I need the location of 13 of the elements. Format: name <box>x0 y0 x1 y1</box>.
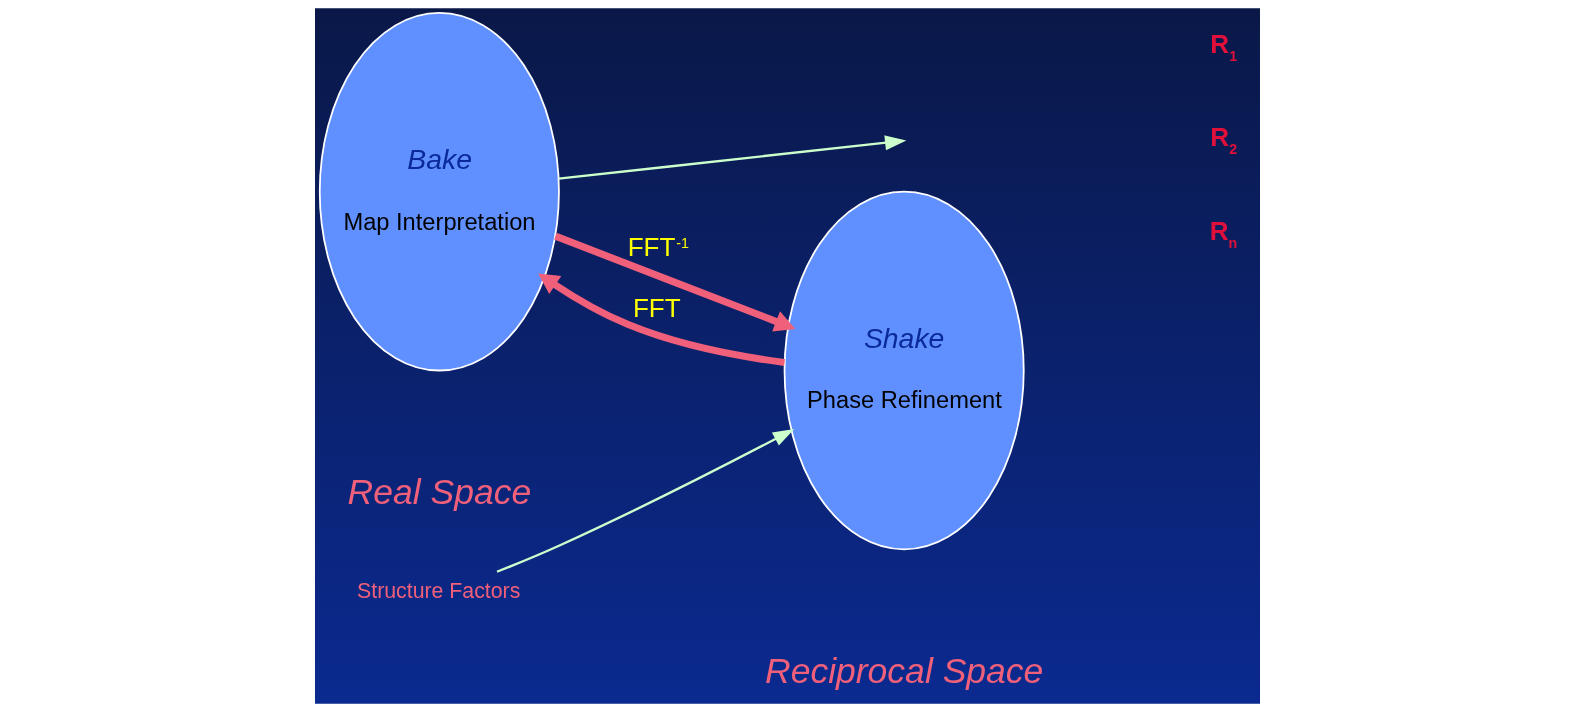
label: R$_{n}$ <box>1209 215 1237 251</box>
label: R$_{2}$ <box>1209 122 1237 158</box>
node-text: Structure Factors <box>356 579 520 604</box>
node-ellipse: Shake Phase Refinement <box>783 190 1025 551</box>
edge-label: FFT$^{-1}$ <box>627 232 689 263</box>
arrow <box>496 429 794 573</box>
node-label: Real Space <box>347 471 531 512</box>
label: R$_{1}$ <box>1209 28 1237 64</box>
arrow <box>553 232 795 332</box>
edge-label: FFT <box>632 292 681 323</box>
arrow <box>558 135 906 180</box>
arrow <box>537 273 785 366</box>
node-label: Reciprocal Space <box>764 650 1043 691</box>
